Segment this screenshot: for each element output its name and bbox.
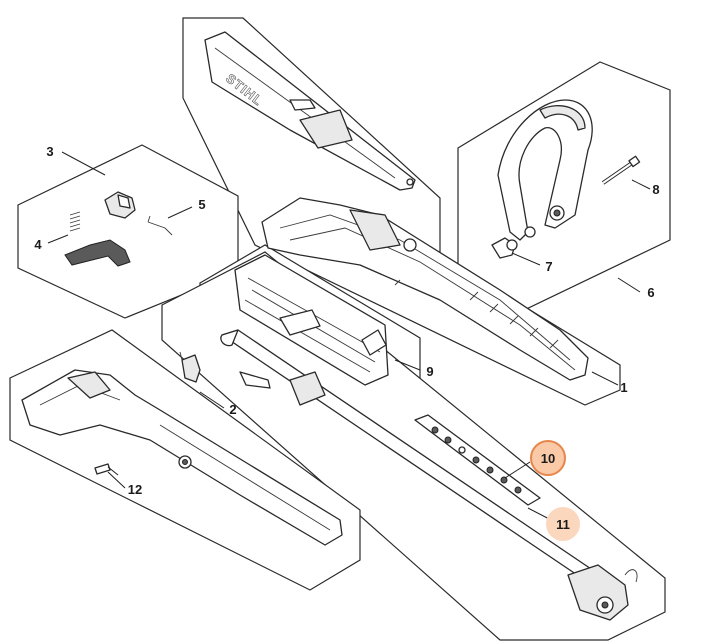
main-housing-part <box>261 197 589 381</box>
switch-lever-part-3 <box>104 191 136 219</box>
handle-bow-part <box>497 99 593 241</box>
callout-8[interactable]: 8 <box>652 182 659 197</box>
callout-11-highlight <box>546 507 580 541</box>
callout-4[interactable]: 4 <box>34 237 42 252</box>
housing-shell-part: STIHL <box>204 31 416 191</box>
shaft-tube-part <box>220 329 601 586</box>
callout-10[interactable]: 10 <box>541 451 555 466</box>
clip-part-2 <box>179 351 201 383</box>
screw-part-12 <box>94 463 119 476</box>
callout-12[interactable]: 12 <box>128 482 142 497</box>
callout-6[interactable]: 6 <box>647 285 654 300</box>
callout-9[interactable]: 9 <box>426 364 433 379</box>
callout-2[interactable]: 2 <box>229 402 236 417</box>
callout-11[interactable]: 11 <box>556 517 570 532</box>
motor-frame-part-9 <box>234 254 389 386</box>
clamp-knob-part-7 <box>491 237 518 259</box>
lower-housing-part <box>21 369 343 546</box>
gear-head-part <box>567 564 638 621</box>
leaf-spring-part-5 <box>147 215 173 236</box>
screw-part-8 <box>601 155 641 185</box>
spring-part-4 <box>69 211 81 232</box>
trigger-part-4 <box>64 239 131 267</box>
callouts: 1 2 3 4 5 6 7 8 9 10 11 12 <box>34 144 660 541</box>
callout-5[interactable]: 5 <box>198 197 205 212</box>
callout-7[interactable]: 7 <box>545 259 552 274</box>
callout-3[interactable]: 3 <box>46 144 53 159</box>
label-strip-part-10 <box>414 414 541 506</box>
callout-1[interactable]: 1 <box>620 380 627 395</box>
callout-10-highlight <box>530 440 566 476</box>
